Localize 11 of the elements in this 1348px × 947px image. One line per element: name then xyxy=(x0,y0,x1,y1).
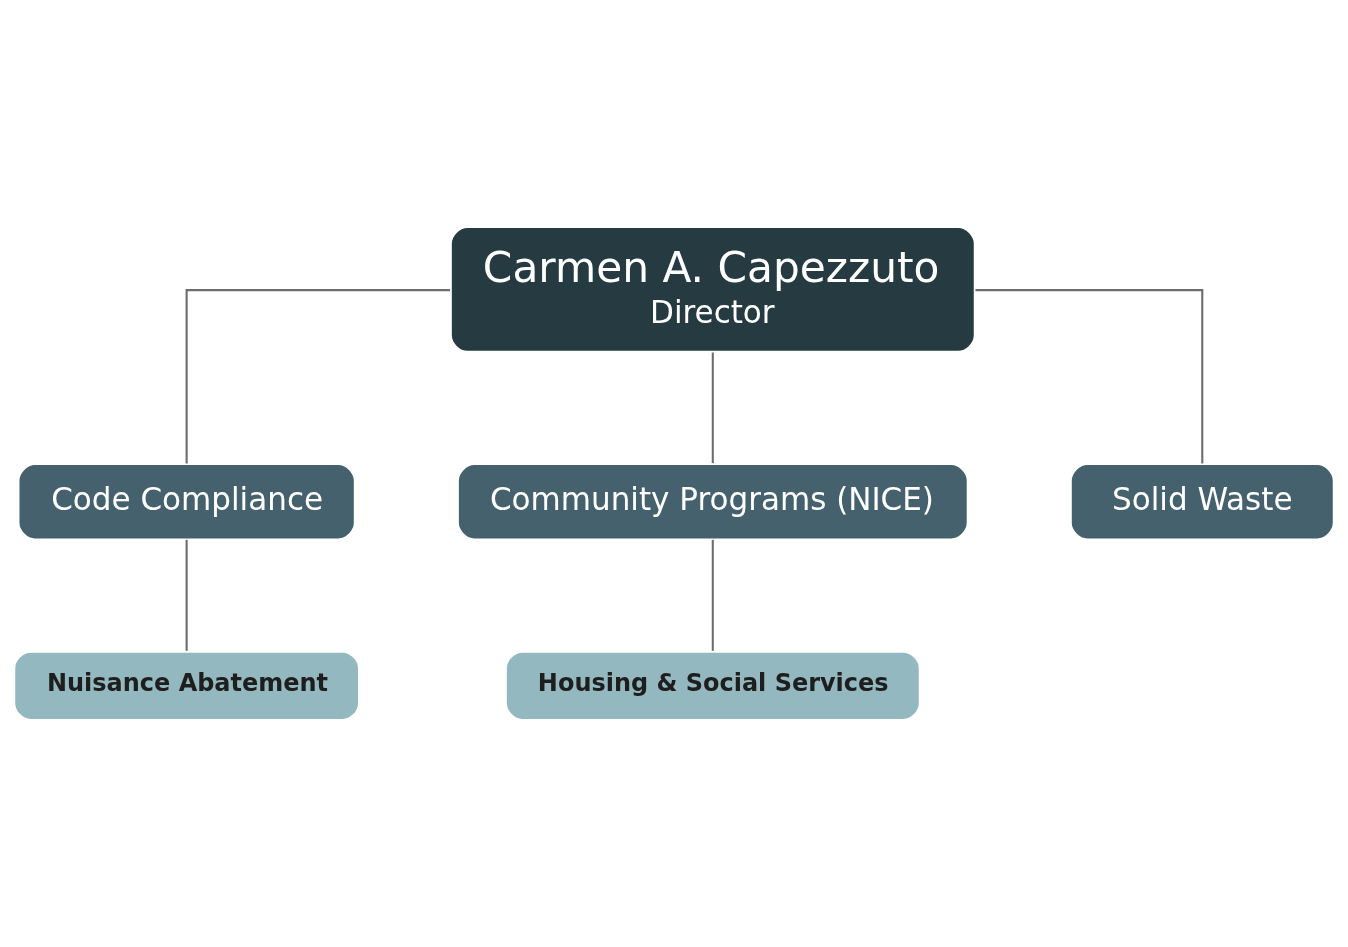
connector xyxy=(185,289,451,464)
connector xyxy=(711,539,714,651)
node-box: Code Compliance xyxy=(16,462,357,542)
connector xyxy=(711,352,714,464)
connector xyxy=(975,289,1204,464)
node-box: Carmen A. Capezzuto Director xyxy=(449,225,977,354)
node-box: Nuisance Abatement xyxy=(12,649,361,722)
node-box: Community Programs (NICE) xyxy=(456,462,970,542)
node-box: Solid Waste xyxy=(1068,462,1336,542)
connector xyxy=(185,539,188,651)
node-box: Housing & Social Services xyxy=(504,649,922,722)
